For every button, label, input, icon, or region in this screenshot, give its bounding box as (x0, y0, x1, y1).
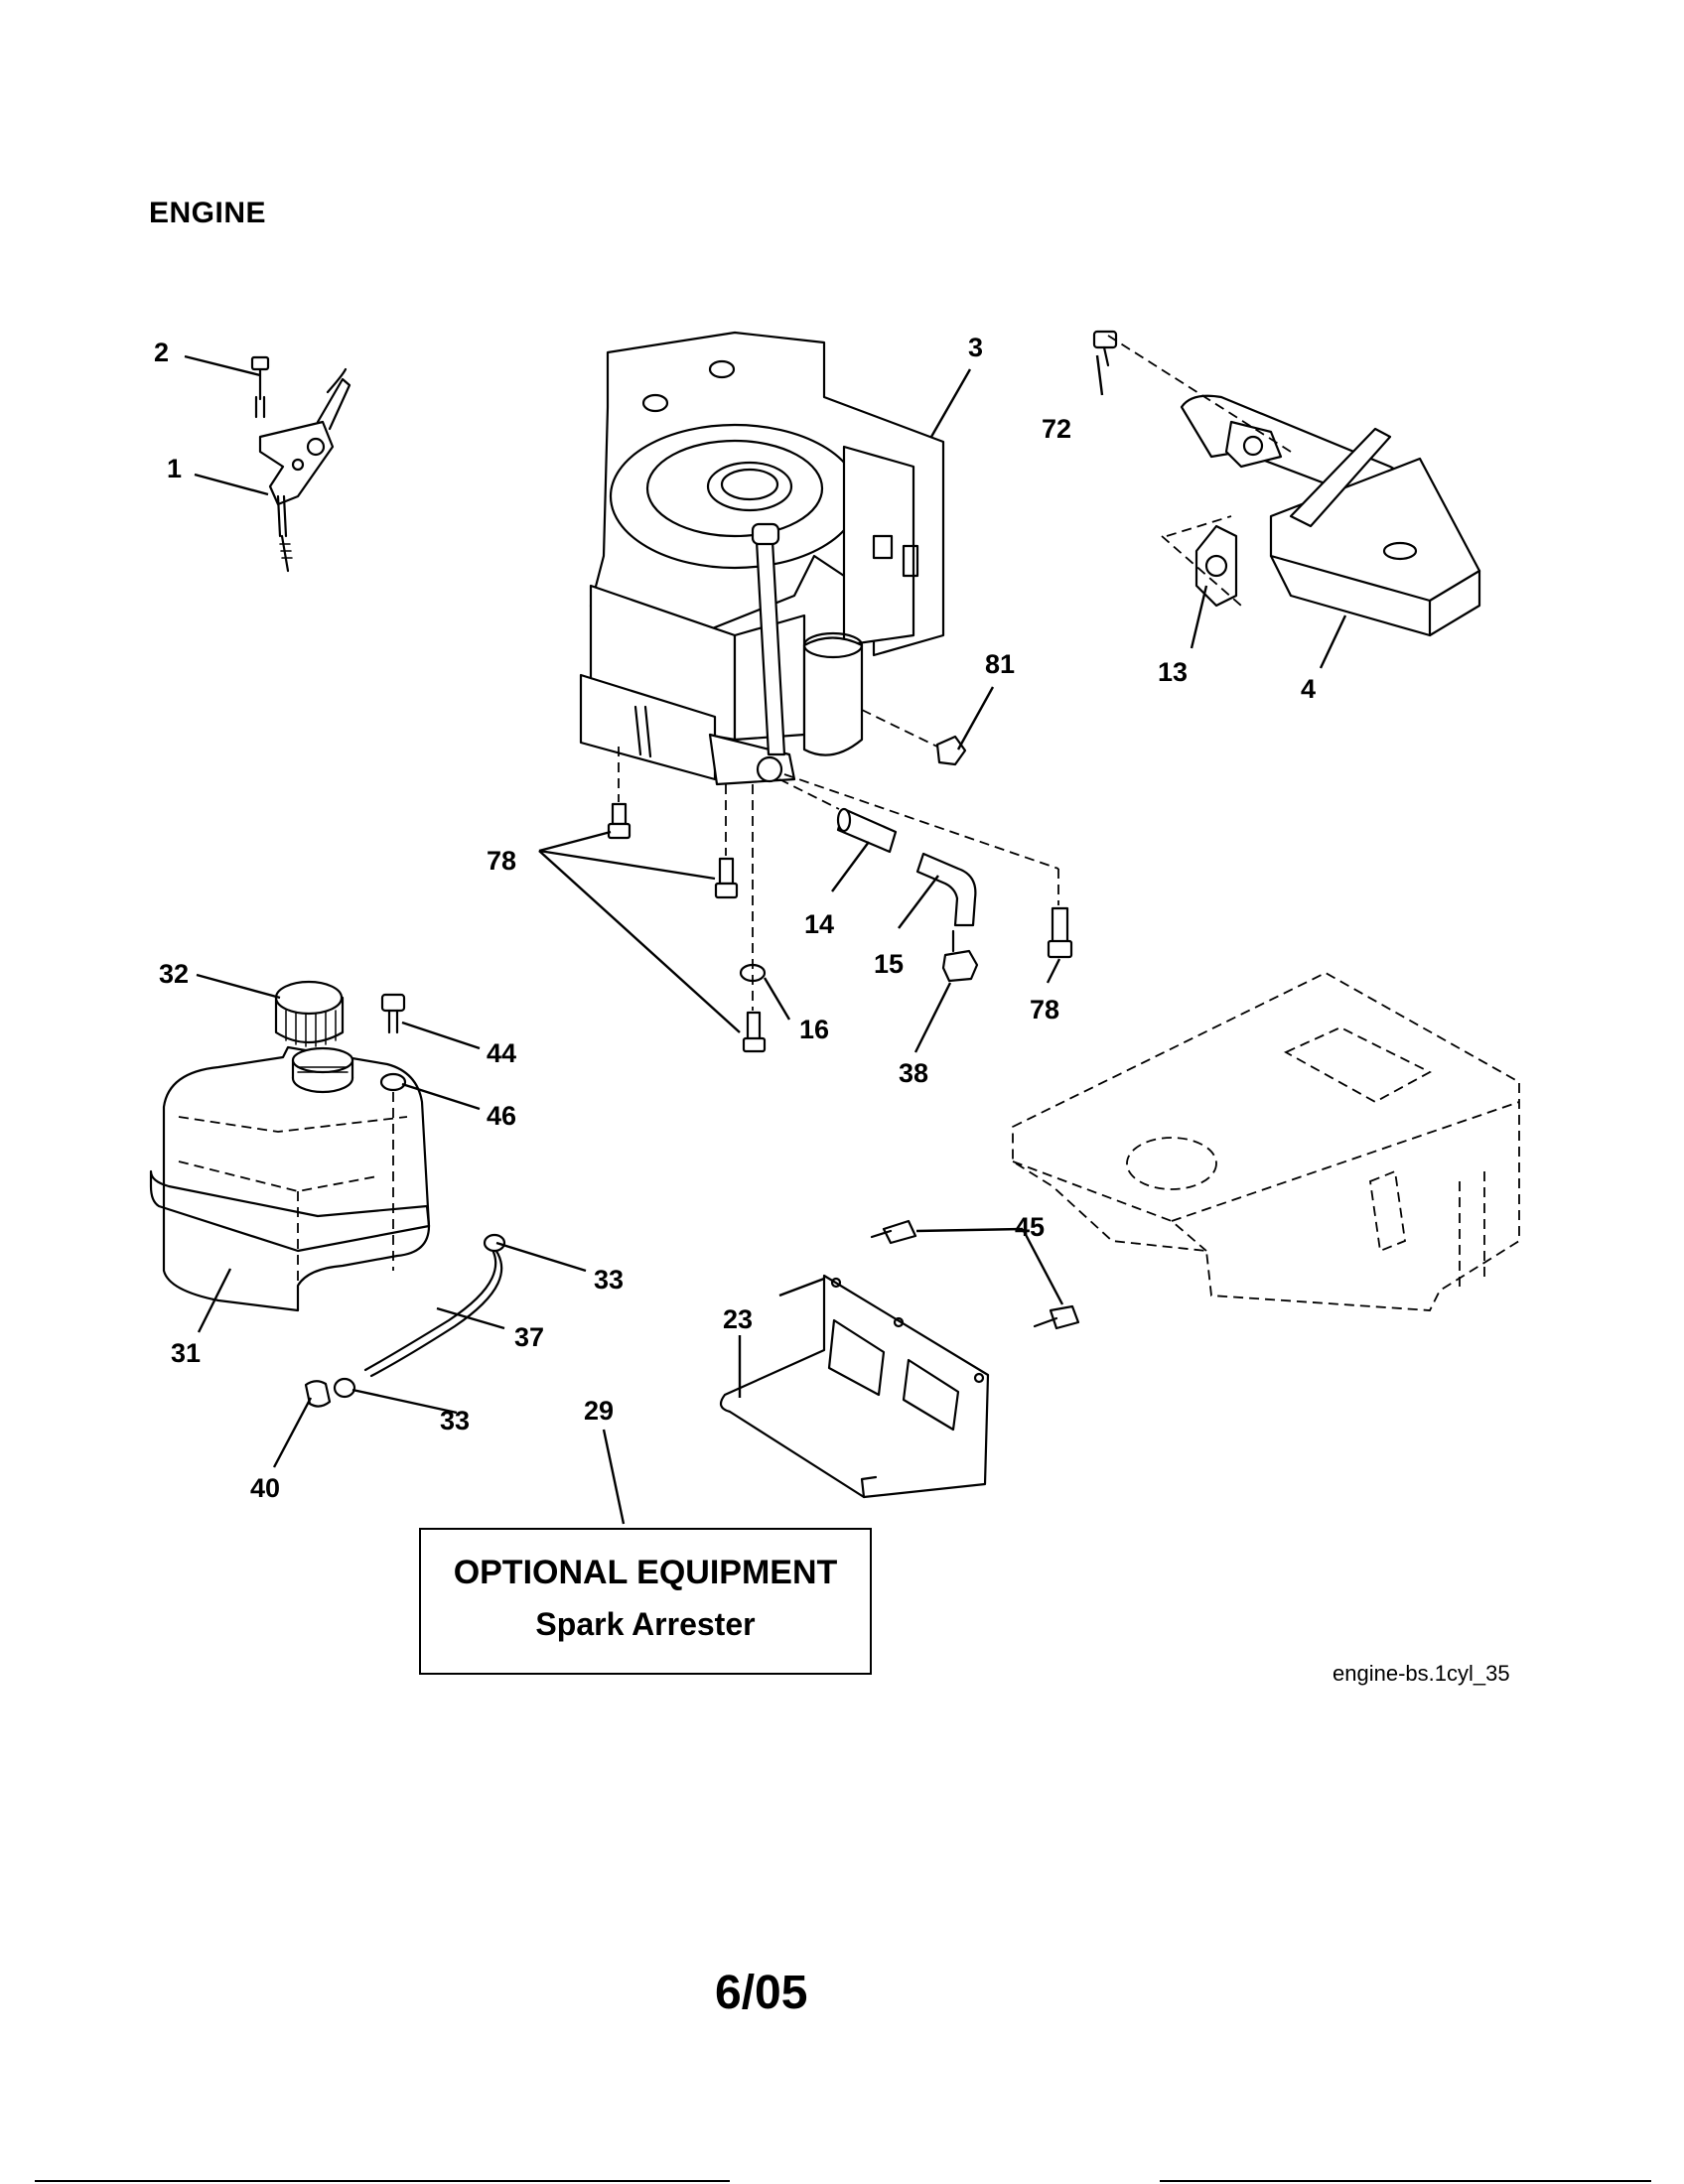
heat-shield-part (719, 1219, 1080, 1499)
fuel-tank-part (149, 1045, 431, 1312)
callout-23: 23 (723, 1304, 753, 1334)
callout-16: 16 (799, 1015, 829, 1044)
optional-equipment-subtitle: Spark Arrester (535, 1606, 756, 1642)
callout-45: 45 (1015, 1212, 1045, 1242)
callout-1: 1 (167, 454, 182, 483)
muffler-part (1092, 330, 1481, 637)
callout-37: 37 (514, 1322, 544, 1352)
gasket-part (1194, 524, 1238, 608)
engine-part (579, 331, 945, 786)
callout-labels: 2 1 3 72 13 4 81 78 14 15 16 38 78 32 44… (154, 333, 1316, 1503)
throttle-control-part (250, 355, 351, 573)
optional-equipment-box: OPTIONAL EQUIPMENT Spark Arrester (419, 1528, 872, 1675)
callout-15: 15 (874, 949, 904, 979)
callout-33-upper: 33 (594, 1265, 624, 1295)
callout-3: 3 (968, 333, 983, 362)
callout-4: 4 (1301, 674, 1316, 704)
callout-31: 31 (171, 1338, 201, 1368)
callout-38: 38 (899, 1058, 928, 1088)
alignment-lines (618, 335, 1292, 1011)
bottom-rule-left (35, 2180, 730, 2182)
callout-44: 44 (487, 1038, 516, 1068)
fuel-cap-part (274, 980, 345, 1047)
frame-outline (1012, 971, 1520, 1311)
tank-hardware-parts (304, 993, 506, 1408)
callout-72: 72 (1042, 414, 1071, 444)
callout-78-right: 78 (1030, 995, 1059, 1024)
callout-29: 29 (584, 1396, 614, 1426)
callout-40: 40 (250, 1473, 280, 1503)
drawing-id: engine-bs.1cyl_35 (1333, 1661, 1510, 1686)
callout-46: 46 (487, 1101, 516, 1131)
callout-81: 81 (985, 649, 1015, 679)
page-title: ENGINE (149, 197, 267, 229)
callout-78-left: 78 (487, 846, 516, 876)
page-date: 6/05 (715, 1967, 808, 2019)
callout-33-lower: 33 (440, 1406, 470, 1435)
optional-equipment-title: OPTIONAL EQUIPMENT (453, 1554, 838, 1591)
bottom-rule-right (1160, 2180, 1651, 2182)
callout-2: 2 (154, 338, 169, 367)
callout-32: 32 (159, 959, 189, 989)
leader-lines (184, 354, 1347, 1525)
callout-14: 14 (804, 909, 834, 939)
fastener-parts (607, 735, 1073, 1053)
callout-13: 13 (1158, 657, 1188, 687)
